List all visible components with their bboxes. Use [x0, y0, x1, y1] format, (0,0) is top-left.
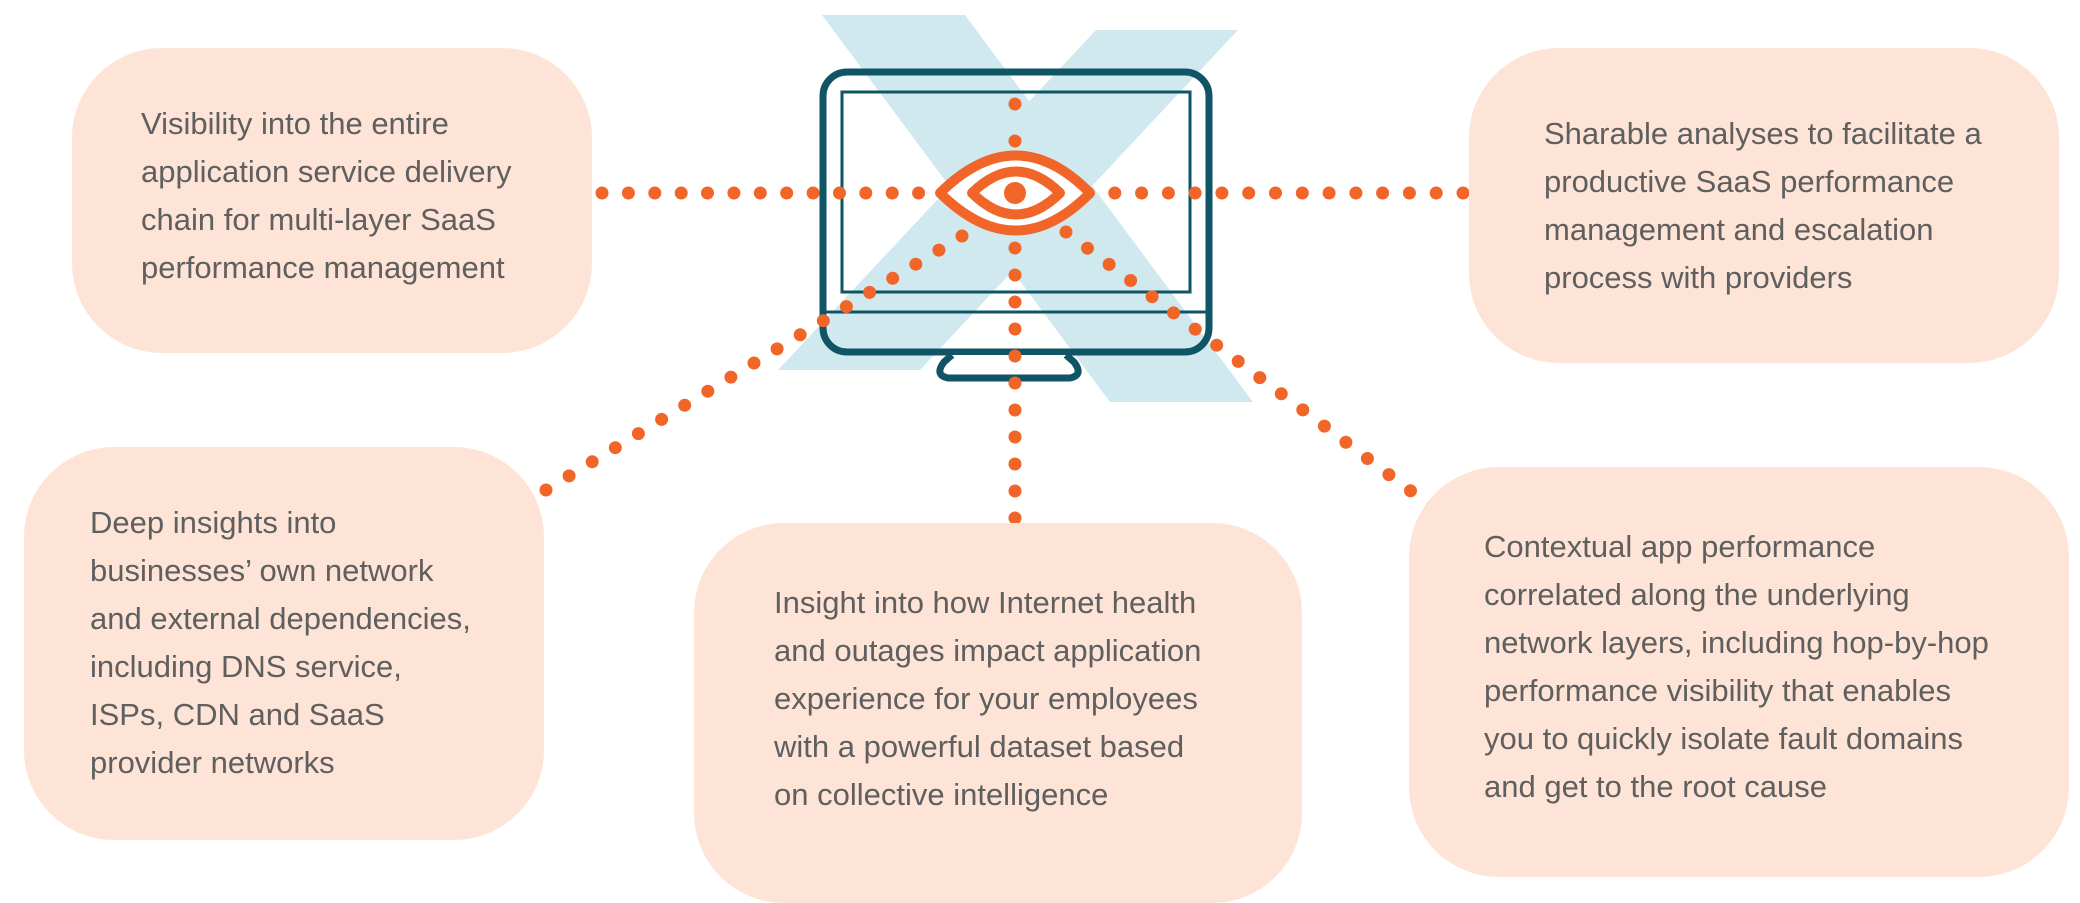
connector-right-dot	[1215, 186, 1229, 200]
connector-right-dot	[1402, 186, 1416, 200]
connector-bottom-left-dot	[909, 257, 923, 271]
connector-bottom-right-dot	[1188, 322, 1202, 336]
connector-up-dot	[1008, 97, 1022, 111]
connector-bottom-right-dot	[1210, 338, 1224, 352]
connector-right-dot	[1188, 186, 1202, 200]
connector-bottom-left-dot	[585, 455, 599, 469]
connector-left-dot	[912, 186, 926, 200]
connector-bottom-right-dot	[1081, 241, 1094, 255]
connector-right-dot	[1322, 186, 1336, 200]
connector-down-dot	[1008, 430, 1022, 444]
connector-bottom-left-dot	[816, 314, 830, 328]
connector-down-dot	[1008, 403, 1022, 417]
connector-left-dot	[833, 186, 846, 200]
benefit-card-text: Sharable analyses to facilitate a produc…	[1544, 116, 1982, 295]
connector-bottom-left-dot	[608, 441, 622, 455]
benefit-card-internet-health: Insight into how Internet health and out…	[694, 523, 1302, 903]
connector-bottom-left-dot	[701, 384, 715, 398]
connector-left-dot	[885, 186, 899, 200]
connector-left-dot	[727, 186, 741, 200]
benefit-card-text: Insight into how Internet health and out…	[774, 585, 1202, 812]
benefit-card-visibility: Visibility into the entire application s…	[72, 48, 592, 353]
connector-left-dot	[780, 186, 794, 200]
connector-down-dot	[1008, 322, 1022, 336]
connector-bottom-right-dot	[1167, 306, 1181, 320]
connector-bottom-right-dot	[1124, 274, 1138, 287]
connector-down-dot	[1008, 376, 1022, 390]
connector-down-dot	[1008, 241, 1022, 255]
connector-bottom-right-dot	[1404, 484, 1417, 498]
connector-bottom-right-dot	[1059, 225, 1073, 239]
connector-down-dot	[1008, 295, 1022, 309]
connector-down-dot	[1008, 511, 1022, 525]
connector-right-dot	[1242, 186, 1256, 200]
connector-left-dot	[648, 186, 662, 200]
eye-icon	[935, 150, 1095, 236]
connector-bottom-right-dot	[1102, 257, 1116, 271]
benefit-card-deep-insights: Deep insights into businesses’ own netwo…	[24, 447, 544, 840]
connector-down-dot	[1008, 484, 1022, 498]
connector-right-dot	[1456, 186, 1470, 200]
connector-bottom-left-dot	[863, 285, 877, 299]
connector-bottom-right-dot	[1145, 290, 1159, 304]
connector-down-dot	[1008, 268, 1022, 282]
connector-right-dot	[1349, 186, 1363, 200]
connector-bottom-right-dot	[1360, 452, 1374, 465]
dotted-connectors	[539, 97, 1470, 552]
connector-bottom-right-dot	[1339, 435, 1353, 449]
connector-left-dot	[595, 186, 609, 200]
benefit-card-text: Visibility into the entire application s…	[141, 106, 512, 285]
connector-right-dot	[1161, 186, 1175, 200]
diagram-graphics	[539, 15, 1470, 552]
connector-bottom-left-dot	[886, 271, 900, 285]
connector-left-dot	[621, 186, 635, 200]
connector-bottom-left-dot	[932, 243, 946, 257]
connector-bottom-right-dot	[1382, 468, 1396, 482]
connector-right-dot	[1295, 186, 1309, 200]
connector-right-dot	[1108, 186, 1122, 200]
connector-bottom-right-dot	[1296, 403, 1310, 417]
connector-bottom-left-dot	[655, 412, 669, 426]
connector-bottom-left-dot	[724, 370, 738, 384]
connector-bottom-left-dot	[747, 356, 761, 370]
connector-left-dot	[674, 186, 688, 200]
connector-bottom-left-dot	[839, 300, 853, 314]
connector-right-dot	[1269, 186, 1282, 200]
connector-bottom-left-dot	[539, 483, 553, 497]
connector-bottom-right-dot	[1274, 387, 1288, 401]
connector-left-dot	[859, 186, 873, 200]
connector-left-dot	[701, 186, 714, 200]
connector-right-dot	[1135, 186, 1149, 200]
connector-bottom-right-dot	[1253, 371, 1267, 385]
connector-right-dot	[1376, 186, 1390, 200]
connector-left-dot	[806, 186, 820, 200]
connector-left-dot	[753, 186, 767, 200]
connector-bottom-right-dot	[1231, 354, 1245, 368]
connector-bottom-left-dot	[955, 229, 969, 243]
connector-down-dot	[1008, 457, 1022, 471]
connector-up-dot	[1008, 134, 1022, 148]
connector-down-dot	[1008, 349, 1022, 363]
connector-bottom-left-dot	[678, 398, 692, 412]
benefit-card-contextual-performance: Contextual app performance correlated al…	[1409, 467, 2069, 877]
benefit-card-text: Deep insights into businesses’ own netwo…	[90, 505, 471, 780]
connector-bottom-left-dot	[562, 469, 576, 483]
benefit-card-text: Contextual app performance correlated al…	[1484, 529, 1989, 804]
connector-bottom-left-dot	[770, 342, 784, 356]
connector-bottom-right-dot	[1317, 419, 1331, 433]
connector-bottom-left-dot	[793, 328, 807, 342]
connector-bottom-left-dot	[631, 427, 645, 441]
benefit-card-sharable-analyses: Sharable analyses to facilitate a produc…	[1469, 48, 2059, 363]
connector-right-dot	[1429, 186, 1443, 200]
